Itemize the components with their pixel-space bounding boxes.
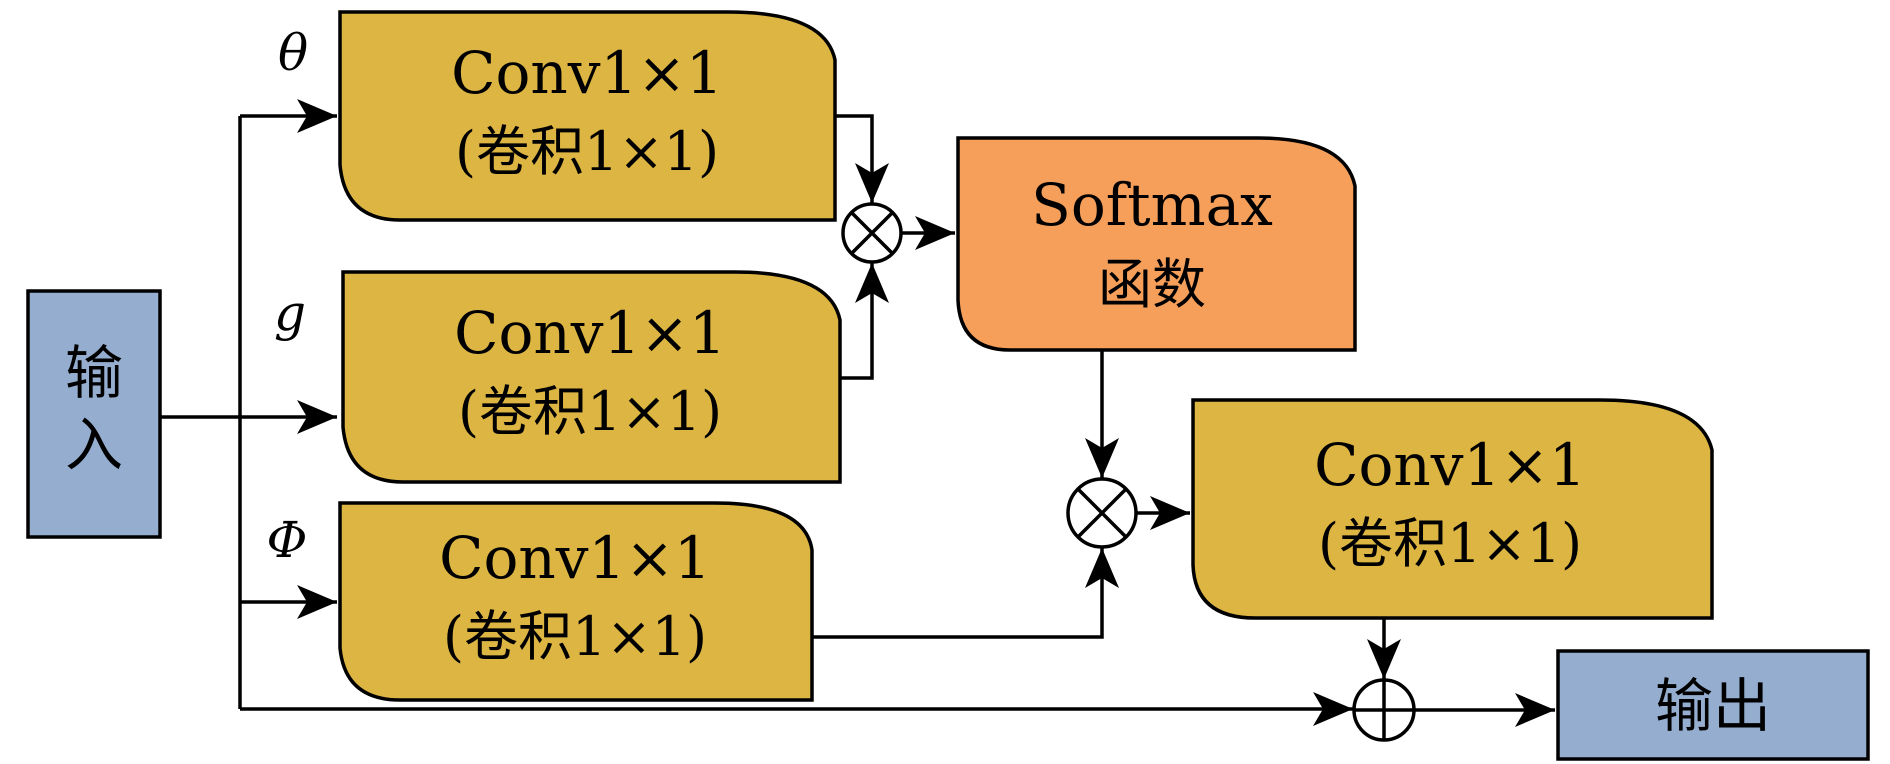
conv-output-sublabel: (卷积1×1) (1318, 512, 1582, 575)
edge-phi-mult2 (812, 548, 1119, 639)
conv-output-block: Conv1×1 (卷积1×1) (1191, 398, 1714, 620)
output-label: 输出 (1655, 672, 1771, 740)
add-operator (1352, 678, 1416, 742)
edge-g-mult1 (840, 263, 889, 380)
input-label-line2: 入 (65, 411, 123, 479)
conv-output-label: Conv1×1 (1314, 431, 1586, 499)
g-symbol: g (274, 284, 306, 342)
connectors (160, 99, 1555, 727)
conv-g-shape (341, 270, 842, 484)
input-node: 输 入 (26, 289, 162, 539)
conv-phi-label: Conv1×1 (439, 524, 711, 592)
multiply-operator-1 (841, 202, 903, 264)
output-box (1556, 649, 1870, 761)
conv-theta-label: Conv1×1 (451, 39, 723, 107)
conv-g-label: Conv1×1 (454, 299, 726, 367)
conv-theta-sublabel: (卷积1×1) (455, 120, 719, 183)
conv-g-block: Conv1×1 (卷积1×1) (341, 270, 842, 484)
softmax-block: Softmax 函数 (956, 136, 1357, 352)
conv-g-sublabel: (卷积1×1) (458, 380, 722, 443)
conv-output-shape (1191, 398, 1714, 620)
theta-symbol: θ (278, 24, 308, 82)
conv-phi-block: Conv1×1 (卷积1×1) (338, 501, 814, 702)
conv-phi-sublabel: (卷积1×1) (443, 605, 707, 668)
output-node: 输出 (1556, 649, 1870, 761)
softmax-shape (956, 136, 1357, 352)
phi-symbol: Φ (267, 511, 308, 569)
softmax-label: Softmax (1031, 171, 1273, 239)
multiply-operator-2 (1066, 477, 1138, 549)
conv-theta-block: Conv1×1 (卷积1×1) (338, 10, 837, 222)
input-box (26, 289, 162, 539)
conv-phi-shape (338, 501, 814, 702)
softmax-sublabel: 函数 (1098, 253, 1206, 316)
edge-theta-mult1 (835, 114, 889, 203)
input-label-line1: 输 (65, 339, 123, 407)
conv-theta-shape (338, 10, 837, 222)
